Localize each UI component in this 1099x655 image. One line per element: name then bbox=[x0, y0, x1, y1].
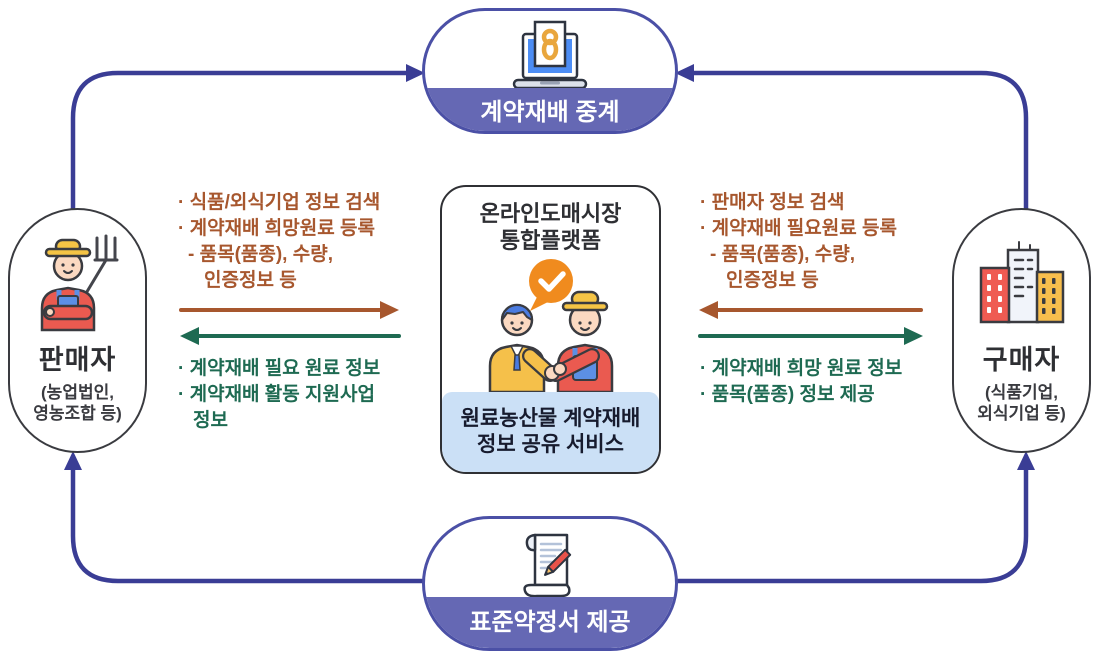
seller-to-platform-list: · 식품/외식기업 정보 검색 · 계약재배 희망원료 등록 - 품목(품종),… bbox=[178, 190, 380, 294]
flow-agreement-to-buyer-line bbox=[657, 465, 1029, 584]
agreement-label-band: 표준약정서 제공 bbox=[425, 597, 675, 648]
node-seller: 판매자 (농업법인, 영농조합 등) bbox=[8, 208, 147, 453]
list-line: · 식품/외식기업 정보 검색 bbox=[178, 192, 381, 213]
list-line: · 품목(품종) 정보 제공 bbox=[700, 384, 875, 405]
list-line: · 계약재배 희망원료 등록 bbox=[178, 218, 375, 239]
broker-label: 계약재배 중계 bbox=[480, 99, 620, 126]
flow-agreement-to-buyer-arrowhead bbox=[1017, 451, 1035, 470]
buyer-subtitle: (식품기업, 외식기업 등) bbox=[977, 382, 1066, 424]
list-line: 인증정보 등 bbox=[204, 270, 297, 291]
list-line: - 품목(품종), 수량, bbox=[710, 244, 855, 265]
flow-agreement-to-seller-arrowhead bbox=[64, 451, 82, 470]
arrow-platform-to-buyer bbox=[698, 327, 923, 345]
flow-agreement-to-seller-line bbox=[70, 465, 443, 584]
arrow-seller-to-platform bbox=[179, 301, 399, 319]
buyer-title: 구매자 bbox=[982, 345, 1061, 375]
seller-subtitle-line2: 영농조합 등) bbox=[33, 404, 122, 423]
buyer-to-platform-list: · 판매자 정보 검색 · 계약재배 필요원료 등록 - 품목(품종), 수량,… bbox=[700, 190, 897, 294]
platform-service-band: 원료농산물 계약재배 정보 공유 서비스 bbox=[442, 392, 659, 472]
platform-title-line2: 통합플랫폼 bbox=[499, 228, 602, 253]
seller-subtitle-line1: (농업법인, bbox=[41, 383, 114, 402]
list-line: 인증정보 등 bbox=[726, 270, 819, 291]
platform-icon-area bbox=[442, 256, 659, 392]
broker-label-band: 계약재배 중계 bbox=[425, 88, 675, 131]
node-contract-brokerage: 계약재배 중계 bbox=[422, 8, 678, 134]
buyer-subtitle-line2: 외식기업 등) bbox=[977, 404, 1066, 423]
platform-band-line2: 정보 공유 서비스 bbox=[477, 433, 624, 456]
platform-title: 온라인도매시장 통합플랫폼 bbox=[442, 200, 659, 254]
flow-seller-to-broker-arrowhead bbox=[406, 64, 425, 82]
platform-to-buyer-list: · 계약재배 희망 원료 정보 · 품목(품종) 정보 제공 bbox=[700, 356, 902, 408]
list-line: 정보 bbox=[193, 410, 228, 431]
buyer-subtitle-line1: (식품기업, bbox=[985, 383, 1058, 402]
platform-to-seller-list: · 계약재배 필요 원료 정보 · 계약재배 활동 지원사업 정보 bbox=[178, 356, 380, 434]
agreement-icon-area bbox=[425, 519, 675, 601]
list-line: · 계약재배 희망 원료 정보 bbox=[700, 358, 903, 379]
node-buyer: 구매자 (식품기업, 외식기업 등) bbox=[952, 208, 1091, 453]
agreement-label: 표준약정서 제공 bbox=[469, 608, 631, 636]
node-platform: 온라인도매시장 통합플랫폼 bbox=[440, 185, 661, 474]
list-line: · 계약재배 필요 원료 정보 bbox=[178, 358, 381, 379]
broker-icon-area bbox=[425, 11, 675, 96]
platform-title-line1: 온라인도매시장 bbox=[479, 201, 622, 226]
node-standard-agreement: 표준약정서 제공 bbox=[422, 516, 678, 651]
buyer-icon-area bbox=[970, 232, 1074, 332]
seller-title: 판매자 bbox=[38, 345, 117, 375]
pencil-glyph bbox=[544, 548, 572, 576]
seller-icon-area bbox=[25, 232, 131, 332]
arrow-buyer-to-platform bbox=[699, 301, 923, 319]
seller-subtitle: (농업법인, 영농조합 등) bbox=[33, 382, 122, 424]
handshake-check-icon bbox=[488, 259, 613, 392]
laptop-link-icon bbox=[512, 20, 588, 90]
platform-band-line1: 원료농산물 계약재배 bbox=[460, 407, 641, 430]
farmer-icon bbox=[40, 234, 118, 332]
flow-buyer-to-broker-arrowhead bbox=[675, 64, 694, 82]
arrow-platform-to-seller bbox=[180, 327, 401, 345]
buildings-icon bbox=[979, 241, 1064, 324]
list-line: · 계약재배 필요원료 등록 bbox=[700, 218, 897, 239]
list-line: · 판매자 정보 검색 bbox=[700, 192, 845, 213]
list-line: · 계약재배 활동 지원사업 bbox=[178, 384, 375, 405]
scroll-pencil-icon bbox=[523, 533, 572, 598]
flow-buyer-to-broker-line bbox=[689, 70, 1029, 215]
list-line: - 품목(품종), 수량, bbox=[188, 244, 333, 265]
flow-seller-to-broker-line bbox=[70, 70, 411, 215]
